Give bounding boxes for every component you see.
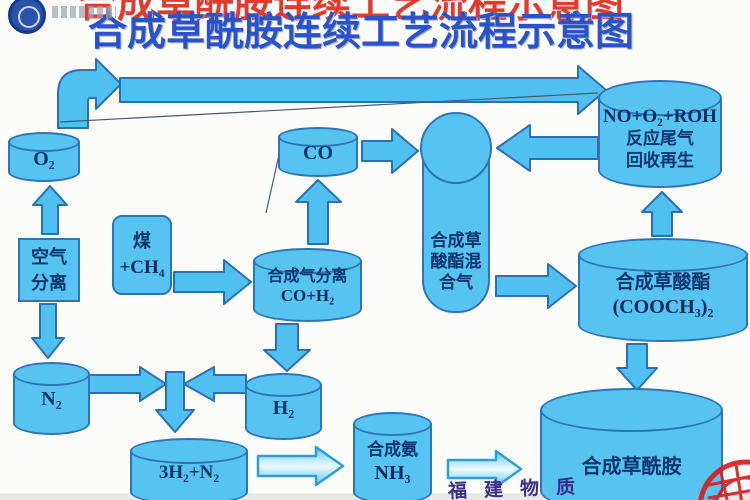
node-oxamide: 合成草酰胺 (540, 388, 723, 500)
node-oxalate-line2: (COOCH₃)₂ (612, 296, 714, 318)
node-o2: O₂ (8, 132, 80, 182)
node-co-label: CO (303, 142, 333, 164)
node-tailgas-line2: 反应尾气 (626, 129, 694, 149)
node-syngas-separation: 合成气分离 CO+H₂ (253, 248, 362, 322)
arrow-mixed-oxalate-icon (495, 263, 577, 309)
cylinder-cap (13, 362, 90, 386)
arrow-ammonia-oxamide-icon (446, 449, 523, 489)
node-ammonia: 合成氨 NH₃ (353, 412, 432, 500)
cylinder-cap (353, 412, 432, 436)
arrow-h2n2-ammonia-icon (256, 445, 345, 487)
node-co: CO (278, 127, 358, 177)
arrow-airsep-n2-icon (31, 303, 65, 359)
cylinder-cap (245, 373, 322, 397)
node-ammonia-line2: NH₃ (374, 462, 411, 484)
cylinder-cap (8, 132, 80, 152)
node-mixed-oxalate-gas: 合成草 酸酯混 合气 (420, 112, 492, 313)
node-coal-line2: +CH₄ (119, 257, 165, 278)
node-syngas-line2: CO+H₂ (280, 286, 335, 305)
arrow-co-mixed-icon (361, 128, 419, 174)
node-o2-label: O₂ (33, 148, 55, 170)
node-n2-label: N₂ (41, 388, 62, 410)
cylinder-cap (598, 80, 722, 116)
column-dome (420, 112, 492, 184)
node-ammonia-line1: 合成氨 (367, 440, 418, 460)
leader-line-o2-tailgas (59, 92, 599, 123)
watermark-text: 福建物质 (447, 475, 593, 500)
node-oxalate: 合成草酸酯 (COOCH₃)₂ (578, 238, 748, 342)
node-n2: N₂ (13, 362, 90, 435)
page-title: 合成草酰胺连续工艺流程示意图 (88, 10, 635, 55)
arrow-syngas-co-icon (295, 179, 342, 245)
node-mixed-line3: 合气 (439, 273, 473, 293)
arrow-oxalate-tailgas-icon (641, 191, 683, 237)
cylinder-body (353, 424, 432, 500)
cylinder-cap (130, 438, 248, 464)
organization-logo-icon (8, 0, 46, 34)
node-3h2-n2: 3H₂+N₂ (130, 438, 248, 500)
arrow-top-long-icon (119, 65, 607, 115)
page-title-shadow: 合成草酰胺连续工艺流程示意图 (78, 0, 625, 27)
arrow-h2-junction-icon (183, 366, 247, 402)
node-h2: H₂ (245, 373, 322, 440)
arrow-tailgas-mixed-icon (496, 124, 599, 172)
node-tail-gas-recovery: NO+O₂+ROH 反应尾气 回收再生 (598, 80, 722, 188)
arrow-n2-junction-icon (87, 366, 167, 402)
red-seal-icon (698, 459, 750, 500)
node-3h2-n2-label: 3H₂+N₂ (158, 462, 220, 483)
logo-subtext (52, 6, 116, 18)
node-oxalate-line1: 合成草酸酯 (615, 271, 711, 293)
node-tailgas-line3: 回收再生 (626, 151, 694, 171)
arrow-syngas-h2-icon (263, 323, 311, 372)
node-mixed-line1: 合成草 (430, 231, 482, 251)
node-mixed-line2: 酸酯混 (430, 252, 482, 272)
node-air-separation-line1: 空气 (31, 247, 67, 268)
arrow-airsep-o2-icon (32, 185, 68, 235)
node-air-separation-line2: 分离 (31, 273, 67, 294)
cylinder-cap (540, 388, 723, 432)
node-coal-line1: 煤 (133, 231, 151, 252)
arrow-junction-h2n2-icon (155, 371, 195, 433)
node-coal-ch4: 煤 +CH₄ (112, 215, 172, 295)
cylinder-cap (253, 248, 362, 274)
node-tailgas-line1: NO+O₂+ROH (603, 106, 717, 127)
arrow-coal-syngas-icon (173, 259, 252, 305)
node-h2-label: H₂ (272, 397, 295, 419)
arrow-o2-up-icon (57, 58, 122, 129)
arrow-oxalate-oxamide-icon (616, 343, 658, 391)
node-syngas-line1: 合成气分离 (267, 266, 348, 285)
cylinder-cap (278, 127, 358, 147)
node-air-separation: 空气 分离 (18, 238, 80, 302)
node-oxamide-label: 合成草酰胺 (581, 454, 682, 478)
cylinder-cap (578, 238, 748, 272)
